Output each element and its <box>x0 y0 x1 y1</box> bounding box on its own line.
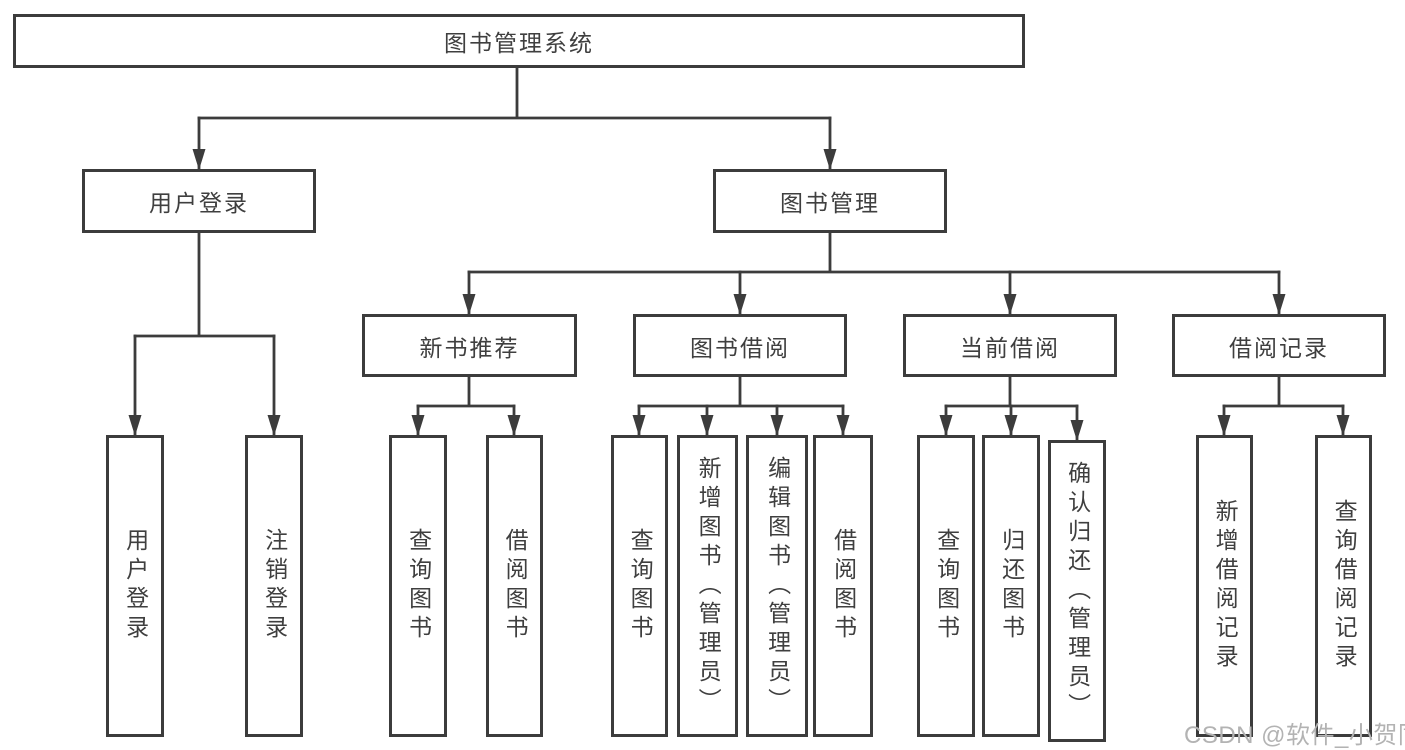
node-label: 新增图书（管理员） <box>695 455 722 717</box>
leaf-query-books-1: 查询图书 <box>389 435 447 737</box>
node-label: 图书管理 <box>780 190 880 216</box>
node-label: 注销登录 <box>261 528 288 644</box>
node-label: 查询图书 <box>405 528 432 644</box>
node-label: 借阅图书 <box>502 528 529 644</box>
node-user-login: 用户登录 <box>82 169 316 233</box>
node-label: 新增借阅记录 <box>1212 499 1239 673</box>
node-label: 查询图书 <box>627 528 654 644</box>
node-label: 用户登录 <box>122 528 149 644</box>
node-label: 查询图书 <box>933 528 960 644</box>
node-label: 编辑图书（管理员） <box>764 455 791 717</box>
node-label: 确认归还（管理员） <box>1064 460 1091 722</box>
leaf-add-books-admin: 新增图书（管理员） <box>677 435 738 737</box>
node-label: 借阅记录 <box>1229 334 1329 361</box>
node-label: 图书管理系统 <box>444 30 594 56</box>
node-label: 借阅图书 <box>830 528 857 644</box>
csdn-watermark: CSDN @软件_小贺同学 <box>1184 722 1405 749</box>
leaf-query-books-3: 查询图书 <box>917 435 975 737</box>
leaf-query-books-2: 查询图书 <box>611 435 668 737</box>
leaf-return-books: 归还图书 <box>982 435 1040 737</box>
leaf-confirm-return-admin: 确认归还（管理员） <box>1048 440 1106 742</box>
node-label: 图书借阅 <box>690 334 790 361</box>
node-label: 归还图书 <box>998 528 1025 644</box>
node-book-borrowing: 图书借阅 <box>633 314 847 377</box>
leaf-logout: 注销登录 <box>245 435 303 737</box>
node-label: 用户登录 <box>149 190 249 216</box>
node-label: 查询借阅记录 <box>1331 499 1358 673</box>
leaf-add-borrow-record: 新增借阅记录 <box>1196 435 1253 737</box>
node-label: 新书推荐 <box>419 334 520 361</box>
node-library-management-system: 图书管理系统 <box>13 14 1025 68</box>
node-borrowing-records: 借阅记录 <box>1172 314 1386 377</box>
node-label: 当前借阅 <box>960 334 1060 361</box>
leaf-borrow-books-2: 借阅图书 <box>813 435 873 737</box>
leaf-query-borrow-record: 查询借阅记录 <box>1315 435 1372 737</box>
leaf-borrow-books-1: 借阅图书 <box>486 435 543 737</box>
leaf-user-login: 用户登录 <box>106 435 164 737</box>
node-book-management: 图书管理 <box>713 169 947 233</box>
node-current-borrowing: 当前借阅 <box>903 314 1117 377</box>
leaf-edit-books-admin: 编辑图书（管理员） <box>746 435 808 737</box>
node-new-book-recommendation: 新书推荐 <box>362 314 577 377</box>
